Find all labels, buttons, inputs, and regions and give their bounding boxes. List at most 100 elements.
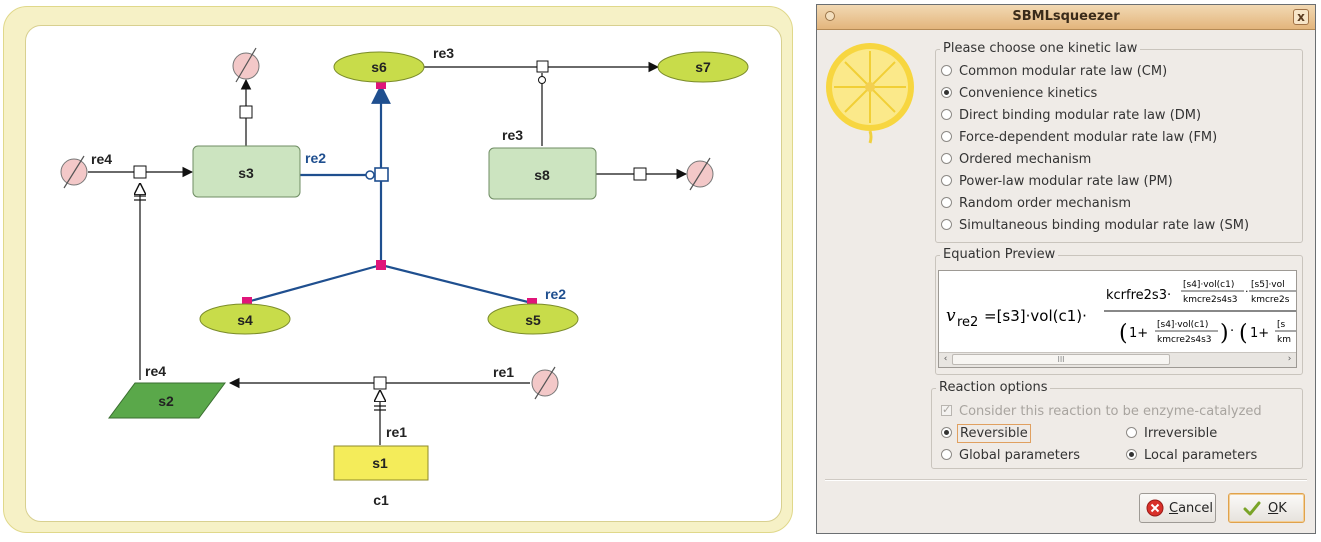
enzyme-catalyzed-checkbox[interactable]: Consider this reaction to be enzyme-cata… <box>941 403 1262 422</box>
edge-s5-re2[interactable] <box>380 263 533 305</box>
svg-text:s1: s1 <box>372 455 388 471</box>
species-s1[interactable]: s1 <box>333 445 429 481</box>
ok-button[interactable]: OK <box>1228 493 1305 523</box>
reaction-label-re2: re2 <box>305 150 326 166</box>
reaction-network-diagram[interactable]: s6 s7 s4 s5 s3 s8 s2 s1 c1 re3 re3 re4 r… <box>0 0 800 542</box>
svg-text:[s: [s <box>1277 320 1286 330</box>
reaction-node-re4[interactable] <box>133 165 147 179</box>
svg-text:s7: s7 <box>695 59 711 75</box>
reaction-label-re1b: re1 <box>386 424 407 440</box>
reaction-options-title: Reaction options <box>936 380 1051 395</box>
reaction-label-re4b: re4 <box>145 363 166 379</box>
radio-indicator[interactable] <box>1126 449 1137 460</box>
kinetic-law-group-title: Please choose one kinetic law <box>940 41 1141 56</box>
reaction-label-re4: re4 <box>91 151 112 167</box>
svg-text:kmcre2s: kmcre2s <box>1251 295 1290 305</box>
radio-indicator[interactable] <box>941 153 952 164</box>
radio-indicator[interactable] <box>941 65 952 76</box>
scroll-right-arrow-icon[interactable]: › <box>1287 354 1292 364</box>
window-menu-icon[interactable] <box>825 11 835 21</box>
degradation-node-bottom[interactable] <box>531 366 559 400</box>
radio-indicator[interactable] <box>1126 427 1137 438</box>
species-s5[interactable]: s5 <box>487 303 579 335</box>
scroll-left-arrow-icon[interactable]: ‹ <box>943 354 948 364</box>
radio-random-order[interactable]: Random order mechanism <box>941 196 1131 214</box>
svg-text:kcrfre2s3·: kcrfre2s3· <box>1106 288 1171 303</box>
radio-ordered-mechanism[interactable]: Ordered mechanism <box>941 152 1091 170</box>
radio-indicator[interactable] <box>941 197 952 208</box>
network-canvas[interactable] <box>25 25 782 522</box>
radio-force-dependent[interactable]: Force-dependent modular rate law (FM) <box>941 130 1217 148</box>
kinetic-law-group: Please choose one kinetic law <box>935 41 1303 243</box>
degradation-node-right[interactable] <box>686 157 714 191</box>
lemon-logo-icon <box>826 43 914 144</box>
reaction-node-re3[interactable] <box>536 60 549 73</box>
equation-preview-box[interactable]: v re2 =[s3]·vol(c1)· kcrfre2s3· [s4]·vol… <box>938 270 1297 368</box>
svg-text:s8: s8 <box>534 167 550 183</box>
reaction-label-re1: re1 <box>493 364 514 380</box>
close-button[interactable]: x <box>1293 9 1309 25</box>
close-icon: x <box>1297 10 1305 24</box>
species-s2[interactable]: s2 <box>108 382 226 419</box>
reaction-options-group: Reaction options <box>931 380 1303 469</box>
equation-horizontal-scrollbar[interactable]: ‹ III › <box>939 352 1296 367</box>
radio-indicator[interactable] <box>941 131 952 142</box>
handle-re2-center[interactable] <box>376 260 386 270</box>
svg-text:·: · <box>1245 285 1249 298</box>
svg-text:re2: re2 <box>957 315 978 330</box>
reaction-label-re2b: re2 <box>545 286 566 302</box>
reaction-label-re3: re3 <box>433 45 454 61</box>
radio-global-parameters[interactable]: Global parameters <box>941 448 1080 466</box>
radio-indicator[interactable] <box>941 449 952 460</box>
reaction-node-re2[interactable] <box>374 167 389 182</box>
checkmark-icon <box>1243 501 1261 516</box>
edge-s4-re2[interactable] <box>246 263 382 304</box>
handle-re2-s4[interactable] <box>242 297 252 307</box>
species-s7[interactable]: s7 <box>657 51 749 83</box>
svg-text:kmcre2s4s3: kmcre2s4s3 <box>1157 335 1212 345</box>
svg-text:s4: s4 <box>237 312 253 328</box>
species-s3[interactable]: s3 <box>192 145 301 198</box>
radio-simultaneous-binding[interactable]: Simultaneous binding modular rate law (S… <box>941 218 1249 236</box>
species-s6[interactable]: s6 <box>333 51 425 83</box>
handle-re2-s6[interactable] <box>376 79 386 89</box>
svg-text:s2: s2 <box>158 393 174 409</box>
radio-indicator[interactable] <box>941 427 952 438</box>
cancel-icon <box>1146 499 1164 517</box>
catalysis-marker-re3 <box>538 76 546 84</box>
radio-common-modular[interactable]: Common modular rate law (CM) <box>941 64 1167 82</box>
catalysis-marker-re2 <box>365 170 375 180</box>
handle-re2-s5[interactable] <box>527 298 537 308</box>
cancel-button[interactable]: Cancel <box>1139 493 1216 523</box>
svg-text:(: ( <box>1119 321 1128 346</box>
reaction-node-re3b[interactable] <box>633 167 647 181</box>
svg-text:km: km <box>1277 335 1291 345</box>
radio-indicator[interactable] <box>941 87 952 98</box>
reaction-node-s3-deg[interactable] <box>239 105 253 119</box>
species-s8[interactable]: s8 <box>488 147 597 200</box>
checkbox-indicator[interactable] <box>941 403 952 416</box>
radio-indicator[interactable] <box>941 175 952 186</box>
radio-power-law[interactable]: Power-law modular rate law (PM) <box>941 174 1173 192</box>
radio-indicator[interactable] <box>941 109 952 120</box>
radio-reversible[interactable]: Reversible <box>941 424 1031 444</box>
species-s4[interactable]: s4 <box>199 303 291 335</box>
radio-direct-binding[interactable]: Direct binding modular rate law (DM) <box>941 108 1201 126</box>
button-separator <box>825 479 1307 481</box>
rate-equation: v re2 =[s3]·vol(c1)· kcrfre2s3· [s4]·vol… <box>946 280 1296 346</box>
sbmlsqueezer-dialog: SBMLsqueezer x Please choose one kinetic… <box>816 4 1316 534</box>
degradation-node-top[interactable] <box>232 47 260 83</box>
equation-preview-group: Equation Preview <box>935 247 1303 375</box>
radio-irreversible[interactable]: Irreversible <box>1126 426 1217 444</box>
scrollbar-thumb[interactable]: III <box>952 354 1170 365</box>
svg-text:v: v <box>946 306 956 326</box>
radio-convenience-kinetics[interactable]: Convenience kinetics <box>941 86 1097 104</box>
radio-local-parameters[interactable]: Local parameters <box>1126 448 1257 466</box>
svg-text:[s5]·vol: [s5]·vol <box>1251 280 1285 290</box>
dialog-titlebar[interactable]: SBMLsqueezer x <box>817 5 1315 30</box>
svg-text:kmcre2s4s3: kmcre2s4s3 <box>1183 295 1238 305</box>
radio-indicator[interactable] <box>941 219 952 230</box>
compartment-label: c1 <box>373 492 389 508</box>
reaction-node-re1[interactable] <box>373 376 387 390</box>
degradation-node-left[interactable] <box>60 155 88 189</box>
